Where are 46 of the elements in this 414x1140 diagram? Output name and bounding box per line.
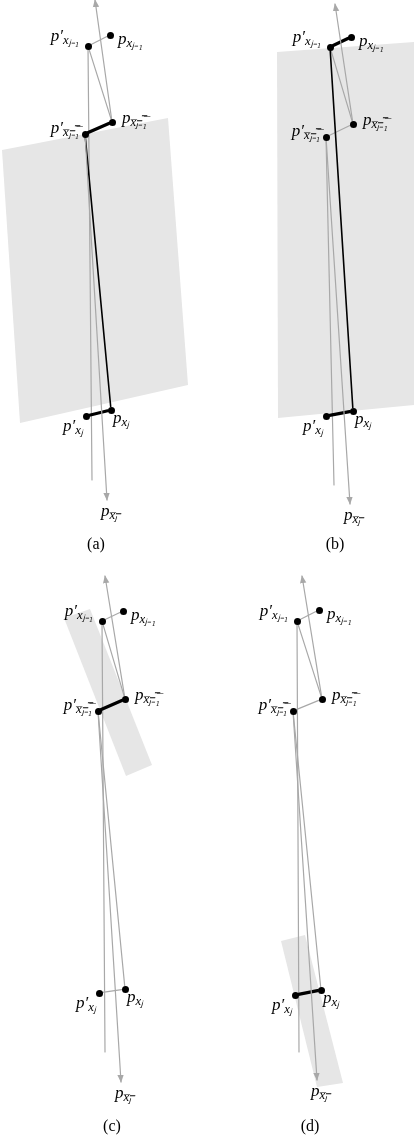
panel-caption: (c): [103, 1116, 121, 1136]
point-label: p$_{xⱼ₋₁}$: [327, 604, 352, 624]
line-segment: [296, 989, 320, 996]
line-segment: [329, 49, 354, 409]
arrow: [97, 713, 124, 1083]
point-label: p$_{xⱼ}$: [323, 988, 340, 1008]
point-label: p$_{xⱼ}$: [355, 409, 372, 429]
line-segment: [102, 623, 125, 697]
line-segment: [87, 409, 110, 417]
line-segment: [87, 48, 93, 481]
arrow: [292, 713, 320, 1081]
panel-caption: (a): [87, 534, 105, 554]
arrow: [332, 3, 354, 122]
arrow: [84, 136, 110, 501]
line-segment: [88, 48, 112, 120]
line-segment: [104, 611, 121, 621]
line-segment: [328, 124, 351, 137]
line-segment: [101, 623, 106, 1053]
line-segment: [327, 410, 352, 417]
point-label: p′$_{xⱼ}$: [272, 995, 292, 1015]
point-label: p$_{xⱼ}$: [113, 408, 130, 428]
point-label: p′$_{xⱼ₋₁}$: [292, 27, 321, 47]
line-segment: [296, 623, 300, 1053]
line-segment: [99, 698, 124, 712]
line-segment: [297, 623, 322, 697]
line-segment: [295, 699, 320, 711]
line-segment: [330, 49, 353, 122]
point-label: p′$_{xⱼ₋₁}$: [50, 26, 79, 46]
point-label: p$_{xⱼ₋₁}$: [359, 31, 384, 51]
point-label: p$_{xⱼ₋₁}$: [131, 605, 156, 625]
point-label: p$_{xⱼ}$: [127, 987, 144, 1007]
panel-caption: (b): [325, 534, 345, 554]
point-label: p′$_{xⱼ}$: [303, 416, 323, 436]
line-segment: [101, 988, 123, 994]
arrow: [103, 575, 126, 697]
point-label: p′$_{xⱼ}$: [63, 416, 83, 436]
point-label: p′$_{xⱼ}$: [76, 993, 96, 1013]
line-segment: [325, 139, 335, 486]
arrow: [92, 0, 113, 120]
point-label: p′$_{xⱼ₋₁}$: [259, 601, 288, 621]
arrow: [325, 139, 353, 505]
panel-caption: (d): [300, 1116, 320, 1136]
arrow: [300, 575, 323, 697]
line-segment: [86, 121, 111, 135]
point-label: p′$_{xⱼ₋₁}$: [64, 601, 93, 621]
point-label: p$_{xⱼ₋₁}$: [118, 29, 143, 49]
